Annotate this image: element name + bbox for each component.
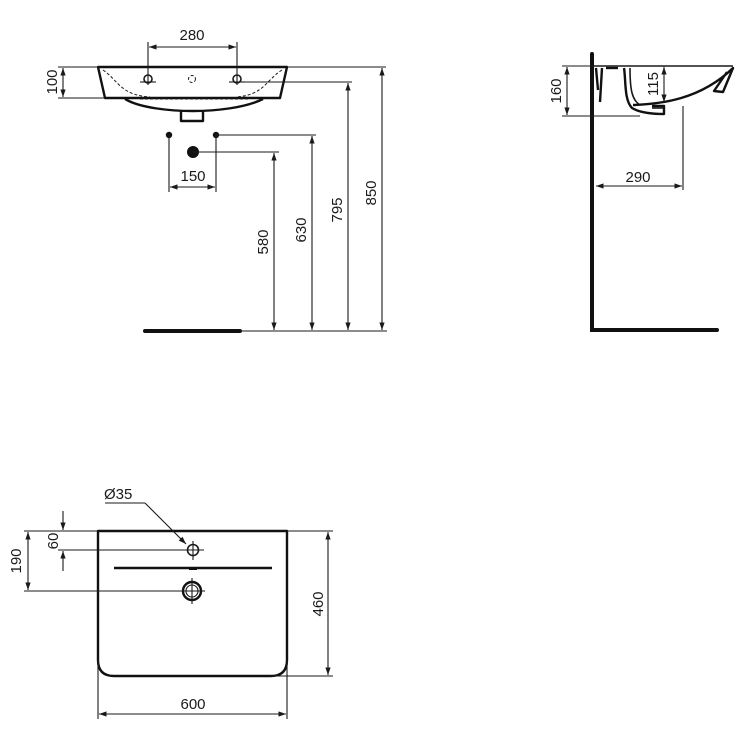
dim-tap-spacing: 280 bbox=[147, 27, 238, 85]
dim-tap-diameter: Ø35 bbox=[104, 486, 187, 545]
waste-outlet bbox=[180, 578, 205, 604]
dim-label-850: 850 bbox=[363, 180, 380, 205]
dim-label-290: 290 bbox=[625, 169, 650, 186]
dim-label-115: 115 bbox=[645, 72, 662, 96]
dim-label-630: 630 bbox=[293, 217, 310, 242]
dim-label-150: 150 bbox=[180, 168, 205, 185]
tap-hole bbox=[184, 541, 204, 560]
dim-115: 115 bbox=[645, 67, 667, 102]
front-view: 280 100 150 580 bbox=[44, 27, 387, 333]
dim-160: 160 bbox=[548, 65, 640, 117]
plan-view: Ø35 60 190 460 600 bbox=[8, 486, 333, 719]
dim-label-795: 795 bbox=[329, 197, 346, 222]
dim-580: 580 bbox=[255, 153, 277, 330]
dim-60: 60 bbox=[45, 511, 186, 571]
dim-label-280: 280 bbox=[179, 27, 204, 44]
dim-795: 795 bbox=[329, 83, 351, 330]
dim-630: 630 bbox=[293, 136, 315, 330]
dim-label-190: 190 bbox=[8, 548, 25, 573]
basin-side-profile bbox=[592, 65, 735, 116]
dim-label-diameter-35: Ø35 bbox=[104, 486, 132, 503]
dim-label-460: 460 bbox=[310, 591, 327, 616]
supply-points: 150 bbox=[165, 131, 316, 192]
side-view: 160 115 290 bbox=[548, 52, 735, 332]
dim-basin-height: 100 bbox=[44, 66, 105, 99]
basin-front-outline bbox=[96, 65, 289, 123]
dim-label-100: 100 bbox=[44, 69, 61, 94]
dim-label-160: 160 bbox=[548, 78, 565, 103]
dim-label-580: 580 bbox=[255, 229, 272, 254]
dim-600: 600 bbox=[97, 660, 288, 719]
dim-label-60: 60 bbox=[45, 533, 62, 550]
dim-460: 460 bbox=[271, 530, 333, 677]
wall-and-floor bbox=[590, 52, 719, 332]
dim-label-600: 600 bbox=[180, 696, 205, 713]
dim-290: 290 bbox=[596, 106, 684, 190]
dim-190: 190 bbox=[8, 530, 180, 592]
dim-850: 850 bbox=[363, 68, 385, 330]
